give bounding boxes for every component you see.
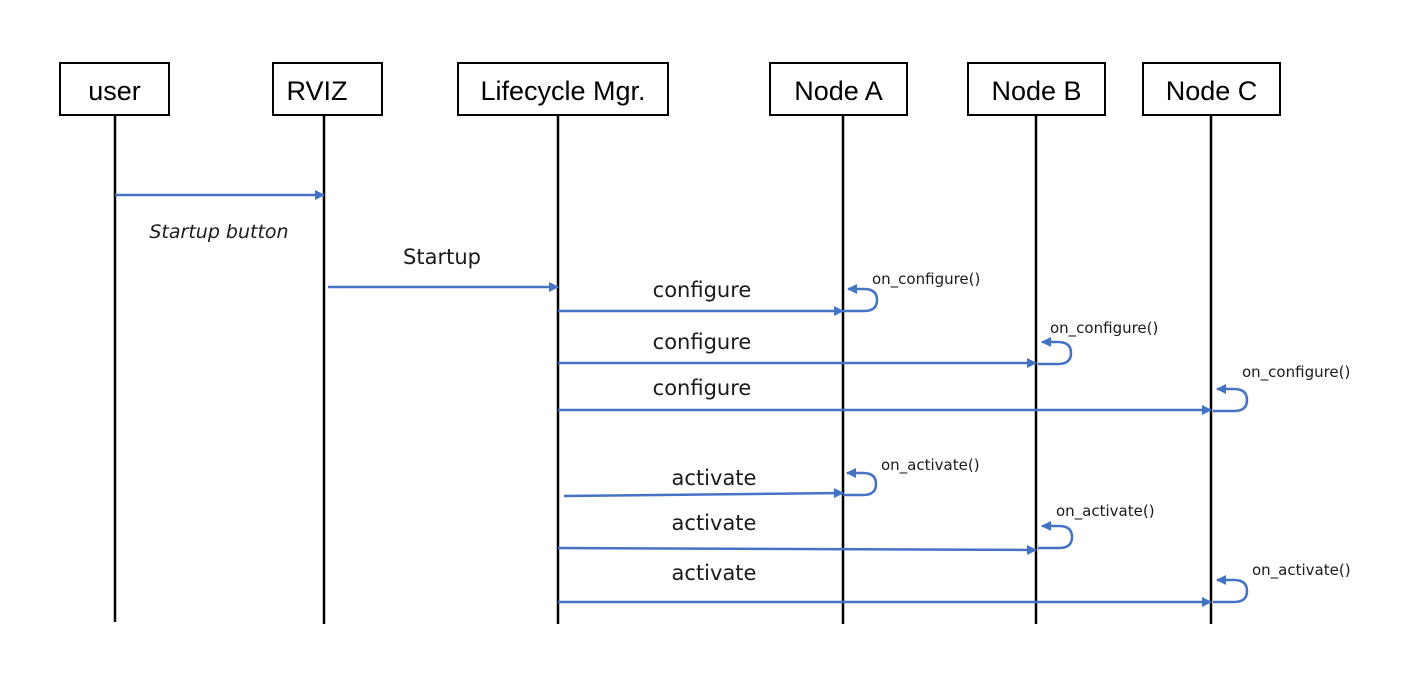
participant-user-label: user	[88, 76, 141, 106]
message-activate-node-a: activate	[563, 466, 844, 499]
self-call-node-a-on-configure: on_configure()	[843, 270, 980, 313]
participant-node-a: Node A	[769, 62, 908, 116]
message-activate-node-c-label: activate	[672, 561, 757, 585]
participant-node-b-label: Node B	[991, 76, 1081, 106]
self-call-node-a-on-activate-label: on_activate()	[881, 456, 980, 475]
message-startup-label: Startup	[403, 245, 481, 269]
message-configure-node-c: configure	[558, 376, 1212, 415]
message-configure-node-b: configure	[558, 330, 1037, 368]
self-call-node-c-on-activate: on_activate()	[1213, 561, 1351, 604]
self-call-node-b-on-activate-label: on_activate()	[1056, 502, 1155, 521]
self-call-node-a-on-activate: on_activate()	[843, 456, 980, 497]
message-configure-node-a-label: configure	[653, 278, 752, 302]
self-call-node-b-on-activate: on_activate()	[1038, 502, 1155, 550]
participant-rviz: RVIZ	[272, 62, 383, 116]
message-startup-button: Startup button	[115, 190, 325, 243]
message-startup-button-label: Startup button	[149, 221, 288, 243]
self-call-node-c-on-configure: on_configure()	[1213, 363, 1350, 413]
participant-node-a-label: Node A	[794, 76, 883, 106]
self-call-node-a-on-configure-label: on_configure()	[872, 270, 980, 289]
participant-rviz-label: RVIZ	[286, 76, 347, 106]
message-startup: Startup	[328, 245, 559, 292]
message-activate-node-a-label: activate	[672, 466, 757, 490]
participant-lifecycle-mgr: Lifecycle Mgr.	[457, 62, 669, 116]
participant-lifecycle-mgr-label: Lifecycle Mgr.	[480, 76, 645, 106]
self-call-node-b-on-configure-label: on_configure()	[1050, 319, 1158, 338]
participant-node-c: Node C	[1142, 62, 1281, 116]
message-configure-node-c-label: configure	[653, 376, 752, 400]
message-activate-node-b: activate	[557, 511, 1037, 555]
message-activate-node-c: activate	[558, 561, 1212, 607]
self-call-node-c-on-activate-label: on_activate()	[1252, 561, 1351, 580]
self-call-node-b-on-configure: on_configure()	[1038, 319, 1158, 366]
self-call-node-c-on-configure-label: on_configure()	[1242, 363, 1350, 382]
message-configure-node-a: configure	[558, 278, 844, 316]
message-activate-node-b-label: activate	[672, 511, 757, 535]
participant-node-c-label: Node C	[1166, 76, 1258, 106]
participant-node-b: Node B	[967, 62, 1106, 116]
message-configure-node-b-label: configure	[653, 330, 752, 354]
participant-user: user	[59, 62, 170, 116]
